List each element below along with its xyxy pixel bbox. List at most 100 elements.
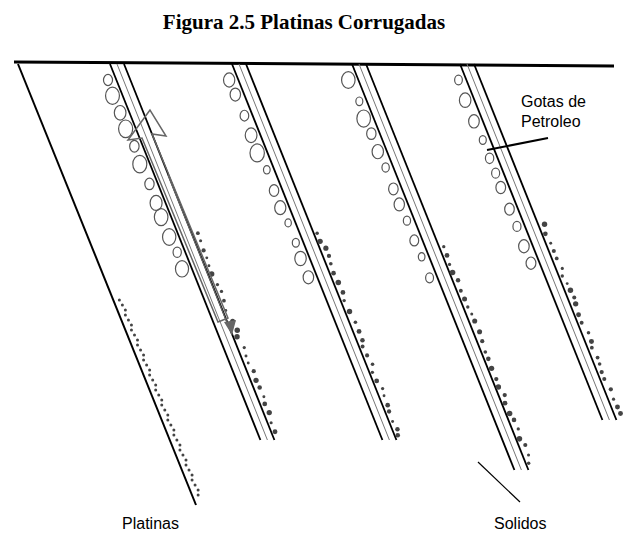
oil-drop [455,75,463,85]
oil-drop [154,209,168,226]
solid-particle [262,402,267,407]
solid-particle [130,324,133,327]
solid-particle [456,278,460,282]
solid-particle [566,282,569,285]
solid-particle [154,389,157,392]
solid-particle [160,404,163,407]
corrugated-plate [366,64,528,470]
solid-particle [543,232,548,237]
solid-particle [172,434,175,437]
solid-particle [336,280,342,286]
solid-particle [130,329,133,332]
solid-particle [133,334,136,337]
solid-particle [600,370,604,374]
solid-particle [317,239,322,244]
solid-particle [450,270,456,276]
corrugated-plate [239,64,389,440]
part-label: Gotas de Petroleo [519,92,618,132]
solid-particle [166,419,169,422]
solid-particle [136,339,139,342]
solid-particle [124,309,127,312]
oil-drop [505,203,515,215]
oil-drop [372,145,383,159]
solid-particle [589,339,594,344]
leader-line [478,462,520,502]
solid-particle [395,427,400,432]
solid-particle [315,231,319,235]
solid-particle [466,305,469,308]
solid-particle [572,296,576,300]
solid-particle [357,329,362,334]
solid-particle [145,364,148,367]
solid-particle [181,454,184,457]
solid-particle [191,479,194,482]
oil-drop [382,163,389,172]
oil-drop [418,253,425,261]
solid-particle [247,362,250,365]
oil-drop [230,88,240,101]
solid-particle [329,262,333,266]
oil-drop [410,235,419,246]
solid-particle [196,231,200,235]
solid-particle [615,405,620,410]
solid-particle [166,414,169,417]
oil-drop [133,155,147,173]
solid-particle [602,377,606,381]
oil-drop [119,120,133,138]
solid-particle [365,353,369,357]
solid-particle [267,410,272,415]
solid-particle [486,357,491,362]
solid-particle [587,331,591,335]
oil-drop [394,198,404,211]
solid-particle [381,387,384,390]
oil-drop [250,144,264,162]
solid-particle [347,309,352,314]
solid-particle [596,356,600,360]
solid-particle [576,312,581,317]
solid-particle [442,245,445,248]
oil-drop [295,251,306,265]
solid-particle [262,395,265,398]
solid-particle [552,249,556,253]
solid-particle [197,489,200,492]
solid-particle [462,297,467,302]
solid-particle [523,443,527,447]
solid-particle [257,385,261,389]
solid-particle [483,350,487,354]
oil-drop [240,110,249,121]
solid-particle [371,371,374,374]
oil-drop [175,261,188,277]
oil-drop [114,106,126,121]
oil-drop [263,166,270,174]
solid-particle [142,354,145,357]
solid-particle [121,304,124,307]
solid-particle [216,283,219,286]
solid-particle [527,453,530,456]
solid-particle [160,399,163,402]
solid-particle [573,301,578,306]
solid-particle [383,394,386,397]
oil-drop [103,74,112,85]
solid-particle [148,369,151,372]
leader-line [487,138,548,150]
solid-particle [185,464,188,467]
corrugated-plate [124,64,274,440]
corrugated-plate [352,64,514,470]
solid-particle [184,459,187,462]
solid-particle [205,256,208,259]
solid-particle [555,257,559,261]
solid-particle [178,449,181,452]
solid-particle [612,398,615,401]
corrugated-plate [117,64,267,440]
solid-particle [157,394,160,397]
solid-particle [374,379,379,384]
corrugated-plate [110,64,260,440]
oil-drop [275,201,286,215]
oil-drop [526,257,536,269]
solid-particle [151,379,154,382]
solid-particle [136,344,139,347]
figure-title: Figura 2.5 Platinas Corrugadas [60,10,548,35]
solid-particle [445,253,450,258]
solid-particle [354,320,358,324]
